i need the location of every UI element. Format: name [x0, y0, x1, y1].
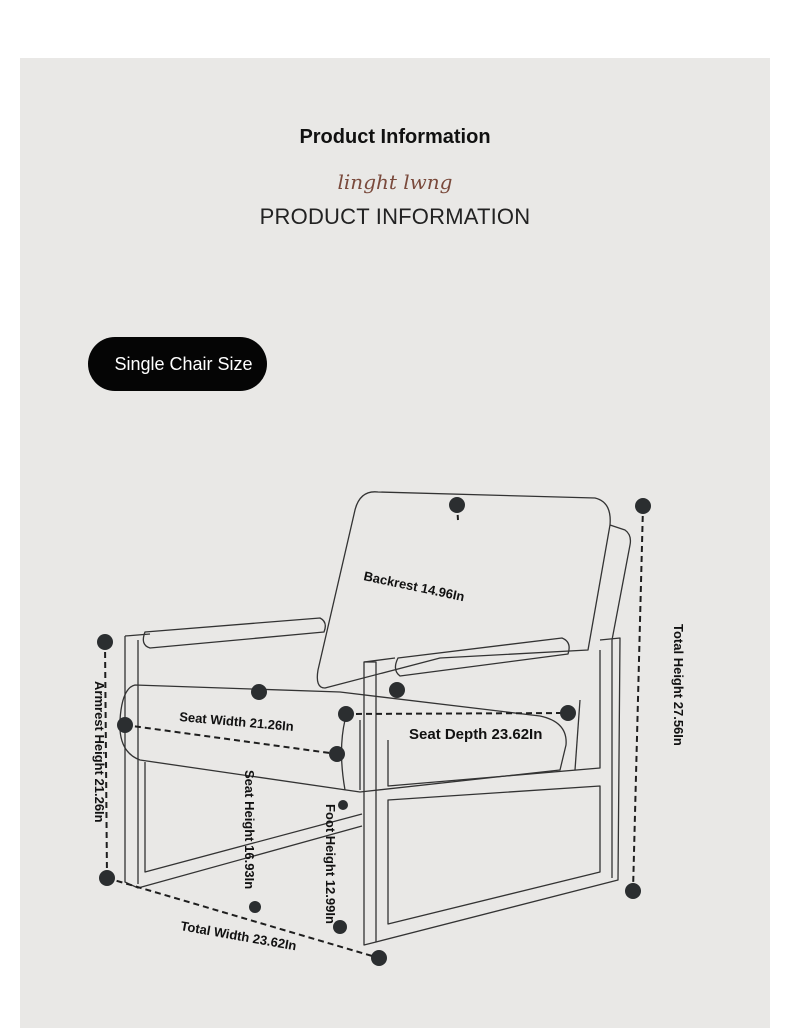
marker-backrest-top [449, 497, 465, 513]
marker-seat-height-foot [249, 901, 261, 913]
total-height-label: Total Height 27.56In [671, 624, 686, 746]
marker-seat-width-right [329, 746, 345, 762]
marker-total-height-top [635, 498, 651, 514]
marker-seat-depth-start [338, 706, 354, 722]
marker-seat-top [251, 684, 267, 700]
backrest-label: Backrest 14.96In [362, 568, 466, 604]
seat-height-label: Seat Height 16.93In [242, 770, 257, 889]
single-chair-size-badge: Single Chair Size [88, 337, 267, 391]
seat-width-label: Seat Width 21.26In [179, 709, 295, 734]
marker-armrest-top [97, 634, 113, 650]
seat-depth-label: Seat Depth 23.62In [409, 726, 542, 743]
marker-total-width-right [371, 950, 387, 966]
marker-foot-height-foot [333, 920, 347, 934]
brand-logo: linght lwng [337, 170, 453, 194]
total-width-label: Total Width 23.62In [179, 918, 297, 953]
page-title: Product Information [299, 126, 491, 148]
marker-backrest-bottom [389, 682, 405, 698]
dimension-markers [97, 497, 651, 966]
marker-seat-width-left [117, 717, 133, 733]
marker-total-height-bottom [625, 883, 641, 899]
armrest-height-label: Armrest Height 21.26In [92, 681, 107, 823]
total-height-line [632, 505, 644, 892]
total-width-line [106, 877, 380, 959]
seat-depth-line [345, 712, 569, 715]
seat-width-line [124, 724, 338, 755]
marker-foot-top [338, 800, 348, 810]
foot-height-label: Foot Height 12.99In [323, 804, 338, 924]
marker-armrest-bottom [99, 870, 115, 886]
page-subtitle: PRODUCT INFORMATION [259, 204, 531, 229]
marker-seat-depth-end [560, 705, 576, 721]
